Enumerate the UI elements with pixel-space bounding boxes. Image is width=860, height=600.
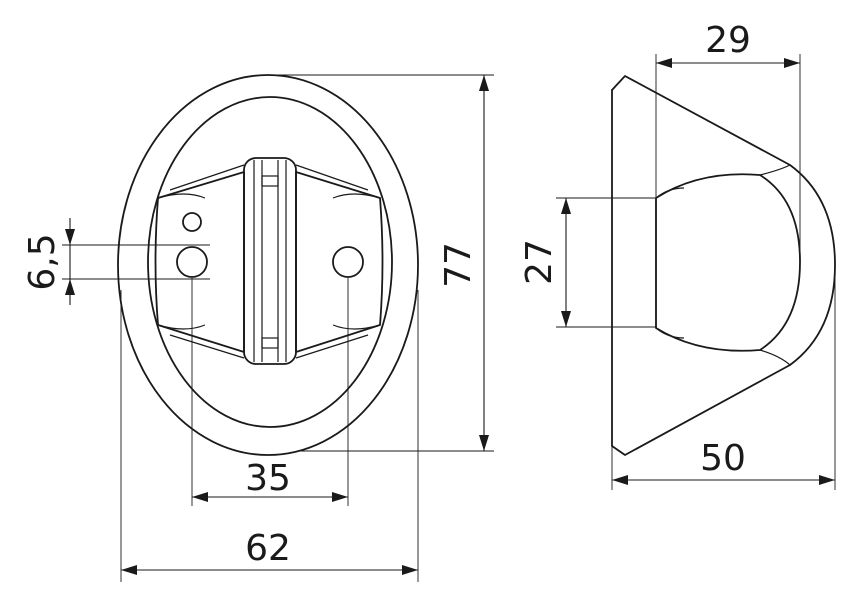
side-view <box>611 75 836 456</box>
dim-top-width: 29 <box>705 20 751 61</box>
inner-recess <box>147 96 393 428</box>
dim-front-width: 62 <box>245 528 291 569</box>
dimension-lines <box>65 58 835 575</box>
right-wing <box>295 171 384 353</box>
center-ring <box>243 157 297 365</box>
dim-hole-distance: 35 <box>245 458 291 499</box>
front-view <box>117 74 419 456</box>
extension-lines <box>62 54 836 582</box>
dim-side-height: 27 <box>519 239 560 285</box>
dim-front-height: 77 <box>438 242 479 288</box>
outer-flange <box>117 74 419 456</box>
right-mounting-hole <box>332 246 364 278</box>
left-wing <box>154 171 245 353</box>
side-body <box>611 75 836 456</box>
side-bail <box>655 173 801 352</box>
small-hole <box>182 212 202 232</box>
dimension-labels: 29 35 62 50 77 27 6,5 <box>22 20 751 569</box>
left-mounting-hole <box>176 246 208 278</box>
dim-hole-spacing: 6,5 <box>22 233 63 290</box>
dim-side-width: 50 <box>700 438 746 479</box>
